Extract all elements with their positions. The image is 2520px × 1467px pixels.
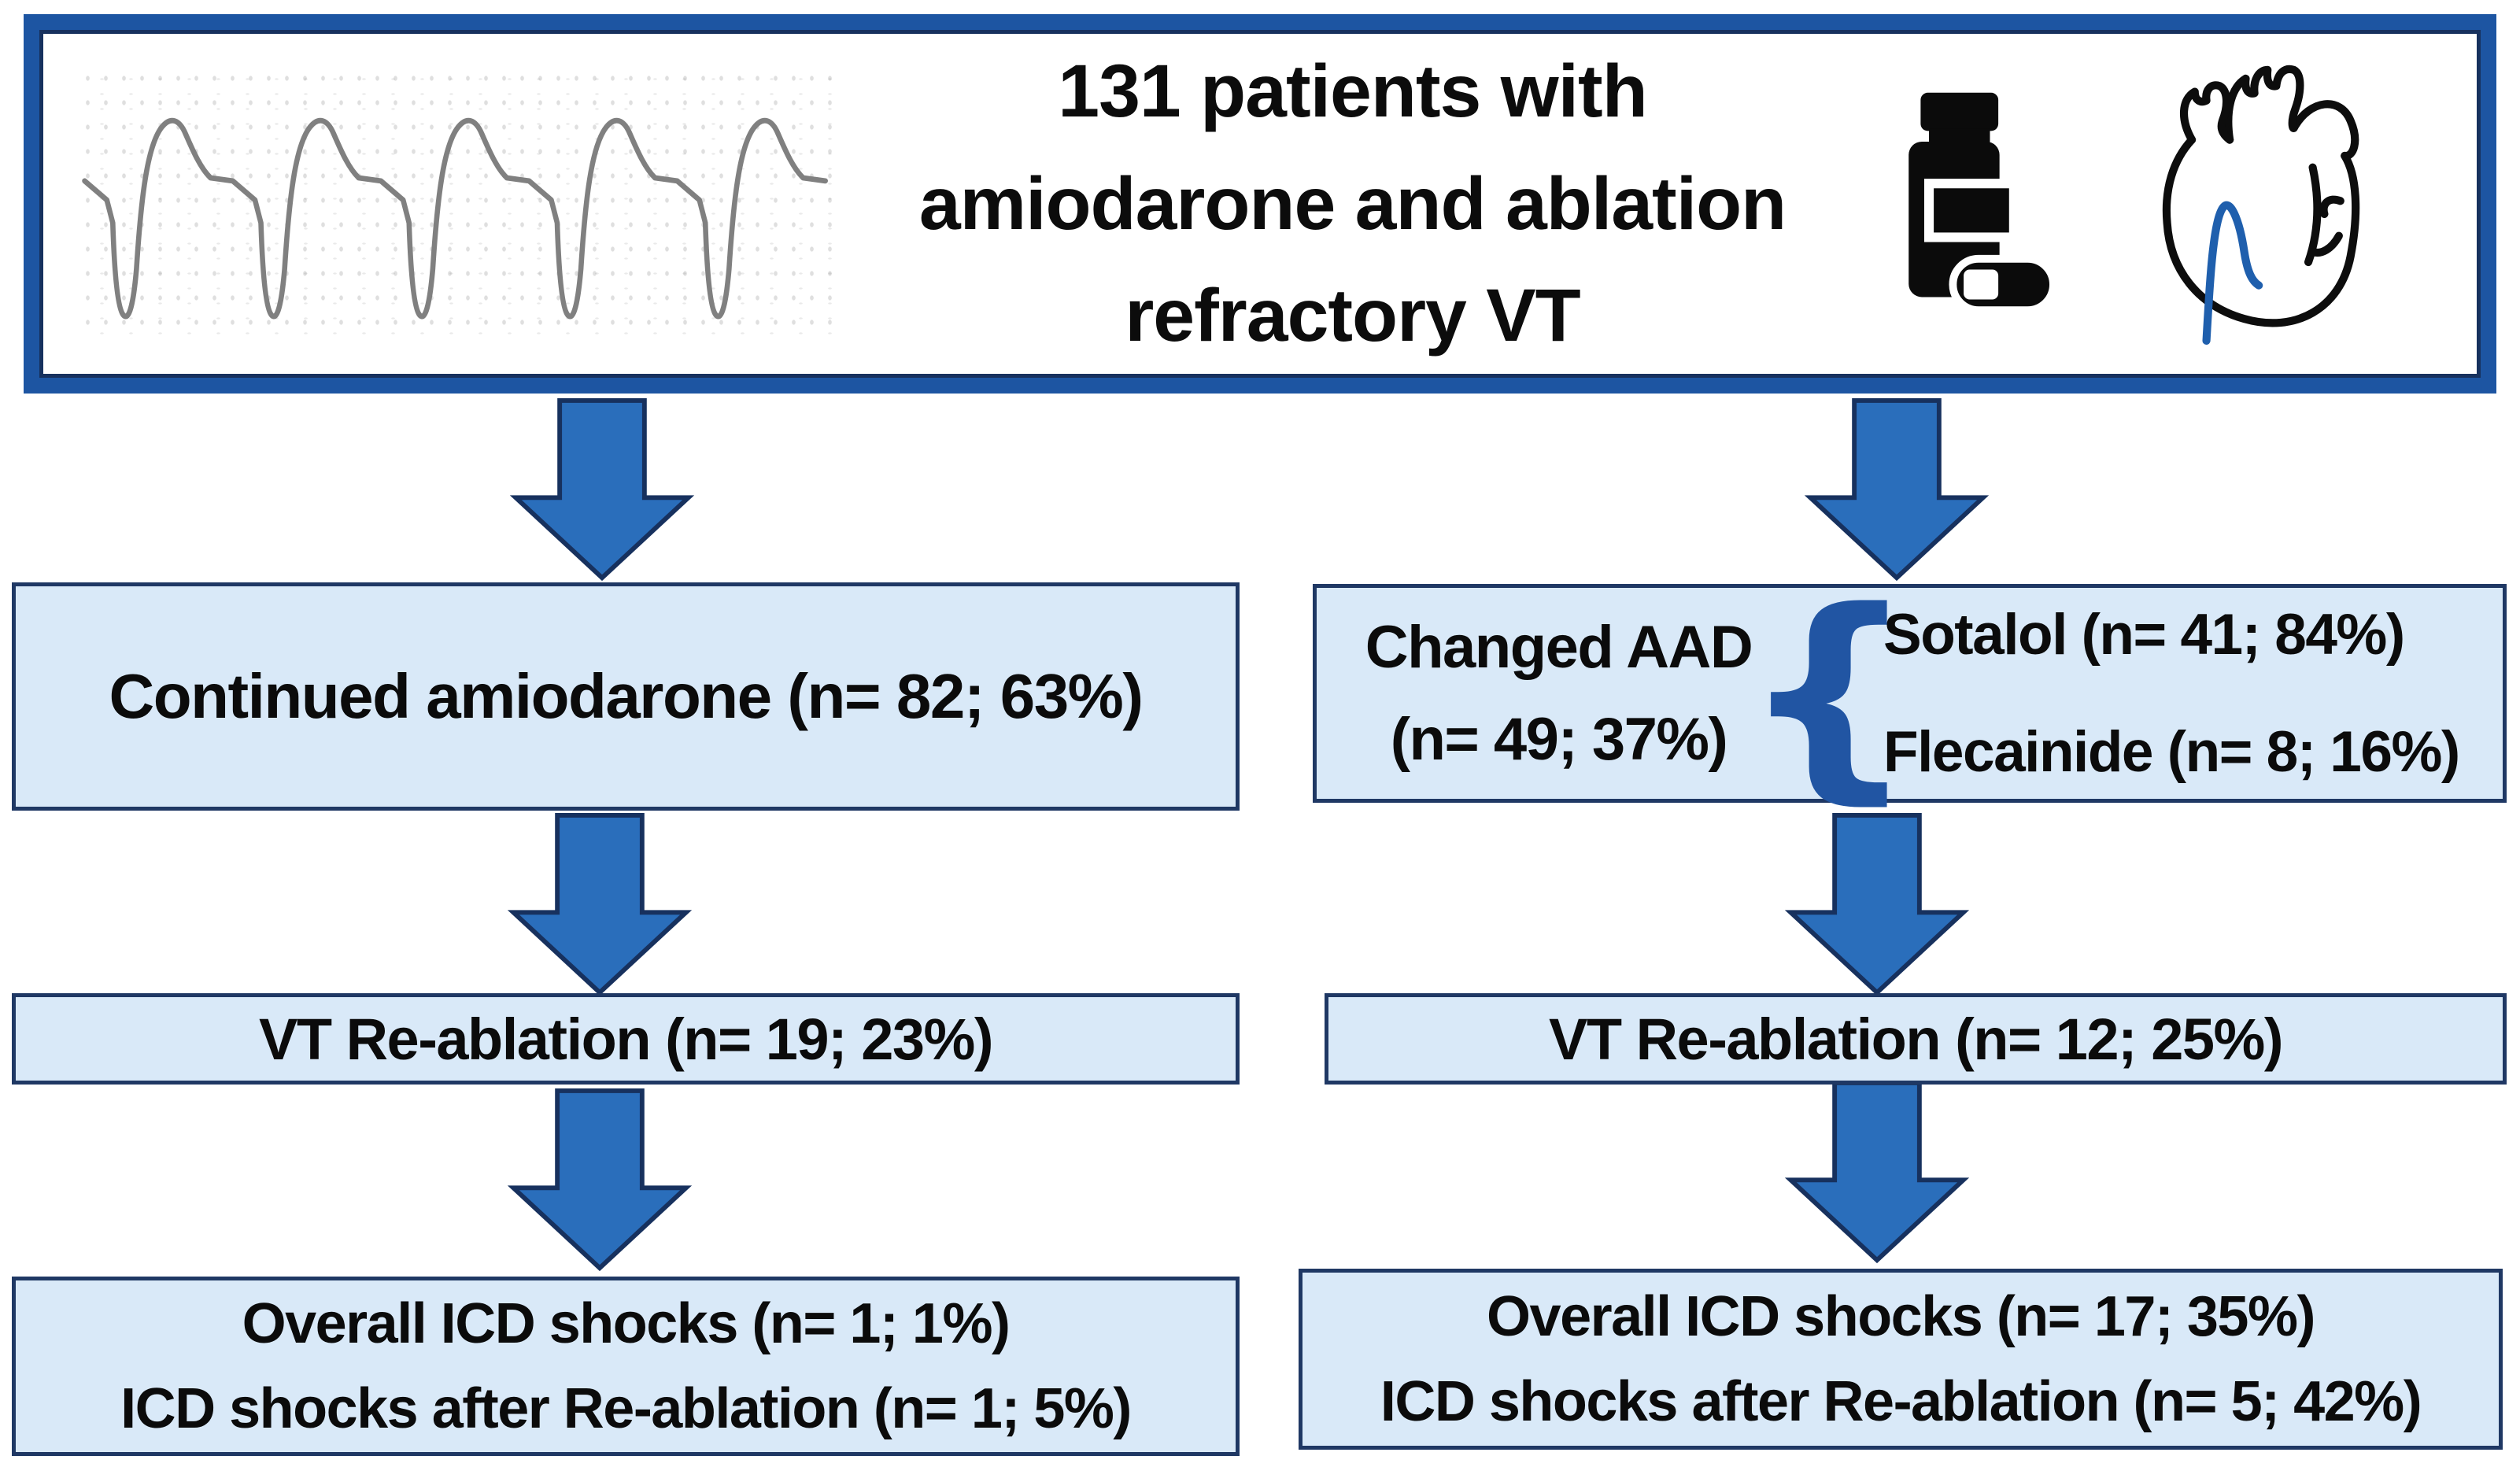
ecg-trace	[79, 66, 834, 342]
left-reablation-box: VT Re-ablation (n= 19; 23%)	[12, 993, 1240, 1085]
aad-options: Sotalol (n= 41; 84%) Flecainide (n= 8; 1…	[1883, 602, 2487, 785]
title-line-2: amiodarone and ablation	[918, 161, 1787, 246]
left-icd-line-2: ICD shocks after Re-ablation (n= 1; 5%)	[120, 1377, 1132, 1440]
continued-amiodarone-box: Continued amiodarone (n= 82; 63%)	[12, 582, 1240, 811]
down-arrow-icon	[508, 397, 697, 582]
right-icd-line-2: ICD shocks after Re-ablation (n= 5; 42%)	[1380, 1370, 2422, 1433]
changed-aad-label: Changed AAD (n= 49; 37%)	[1344, 613, 1773, 774]
changed-aad-line-2: (n= 49; 37%)	[1390, 706, 1728, 773]
continued-amiodarone-label: Continued amiodarone (n= 82; 63%)	[109, 661, 1144, 731]
down-arrow-icon	[505, 1088, 694, 1273]
left-icd-shocks-box: Overall ICD shocks (n= 1; 1%) ICD shocks…	[12, 1277, 1240, 1456]
down-arrow-icon	[505, 812, 694, 997]
right-reablation-box: VT Re-ablation (n= 12; 25%)	[1325, 993, 2507, 1085]
right-icd-line-1: Overall ICD shocks (n= 17; 35%)	[1487, 1285, 2315, 1348]
heart-icon	[2111, 58, 2410, 349]
left-brace-icon: {	[1739, 563, 1918, 824]
sotalol-label: Sotalol (n= 41; 84%)	[1883, 603, 2405, 667]
down-arrow-icon	[1783, 1080, 1971, 1265]
left-icd-line-1: Overall ICD shocks (n= 1; 1%)	[242, 1292, 1011, 1355]
pill-bottle-icon	[1894, 66, 2056, 342]
changed-aad-box: Changed AAD (n= 49; 37%) { Sotalol (n= 4…	[1313, 563, 2507, 824]
title-line-1: 131 patients with	[1058, 50, 1647, 134]
title-line-3: refractory VT	[1125, 274, 1580, 358]
flecainide-label: Flecainide (n= 8; 16%)	[1883, 720, 2460, 784]
changed-aad-line-1: Changed AAD	[1365, 614, 1753, 681]
page-title: 131 patients with amiodarone and ablatio…	[834, 35, 1871, 372]
header-box: 131 patients with amiodarone and ablatio…	[24, 14, 2496, 394]
down-arrow-icon	[1783, 812, 1971, 997]
down-arrow-icon	[1802, 397, 1991, 582]
left-reablation-label: VT Re-ablation (n= 19; 23%)	[259, 1006, 993, 1072]
right-icd-shocks-box: Overall ICD shocks (n= 17; 35%) ICD shoc…	[1299, 1269, 2503, 1450]
right-reablation-label: VT Re-ablation (n= 12; 25%)	[1549, 1006, 2283, 1072]
